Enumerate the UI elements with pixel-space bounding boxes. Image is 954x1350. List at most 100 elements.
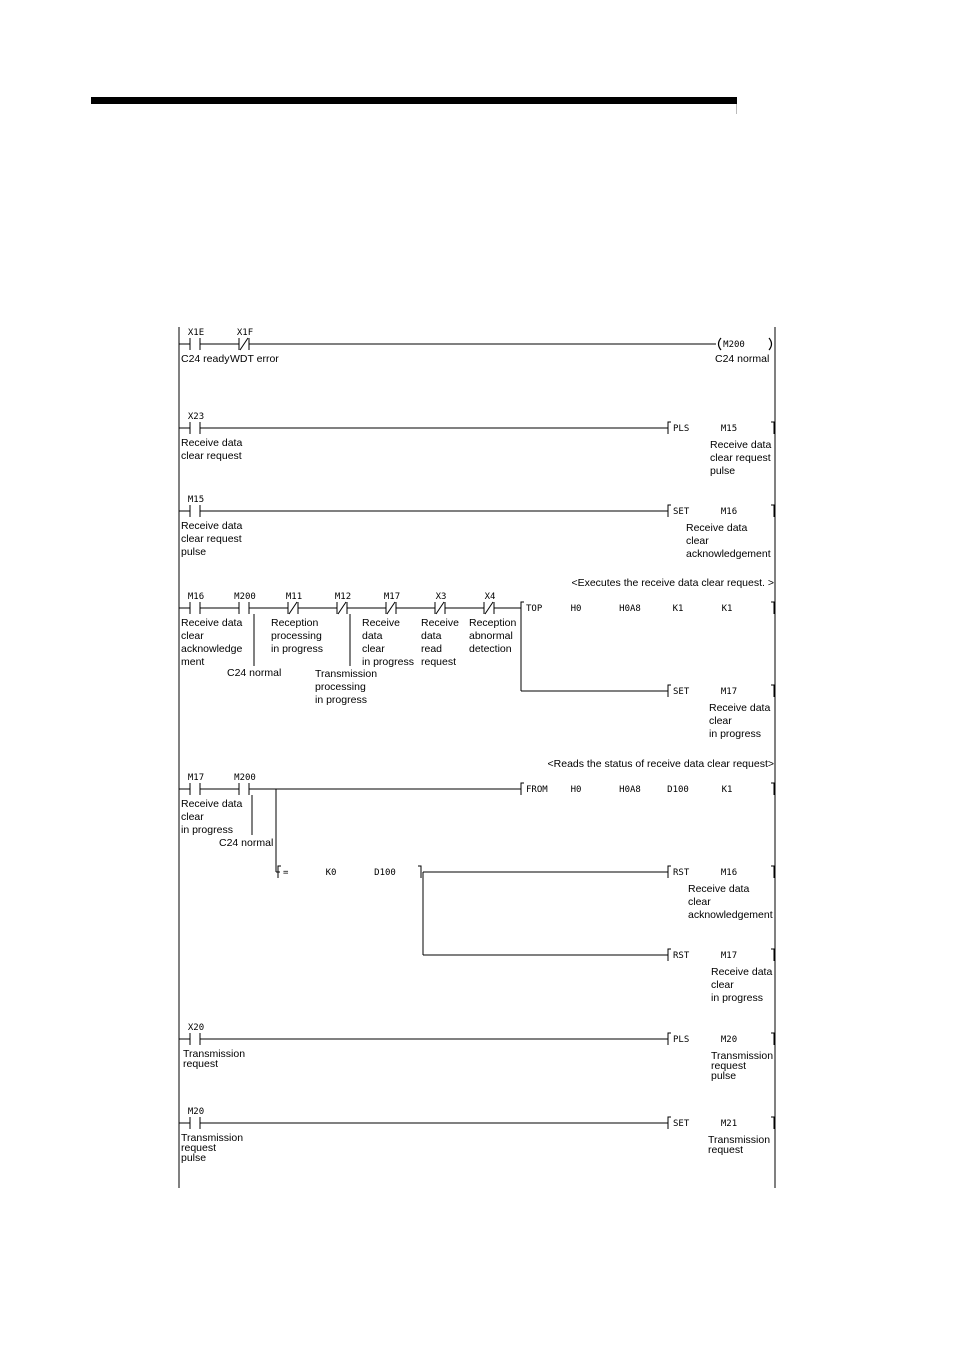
instruction-bracket-right [771, 421, 775, 434]
instruction-bracket-right [771, 782, 775, 795]
instruction-bracket-right [771, 601, 775, 614]
contact-label-c5: acknowledge [181, 643, 242, 655]
instruction-op-i10: SET [673, 1119, 690, 1129]
contact-label-c7: Reception [271, 617, 318, 629]
contact-label-c7: in progress [271, 643, 323, 655]
side-label-3: in progress [315, 694, 367, 706]
instruction-label-i8: Receive data [711, 966, 772, 978]
contact-label-c5: clear [181, 630, 204, 642]
instruction-bracket-right [771, 684, 775, 697]
contact-label-c4: pulse [181, 546, 206, 558]
instruction-bracket-right [771, 1116, 775, 1129]
instruction-arg-i6: D100 [374, 868, 396, 878]
instruction-arg-i5: K1 [722, 785, 733, 795]
contact-label-c14: request [183, 1058, 218, 1070]
contact-label-c12: in progress [181, 824, 233, 836]
contact-label-c4: Receive data [181, 520, 242, 532]
instruction-arg-i8: M17 [721, 951, 737, 961]
instruction-label-i4: clear [709, 715, 732, 727]
instruction-op-i2: SET [673, 507, 690, 517]
side-label-1: Transmission [315, 668, 377, 680]
instruction-arg-i5: H0A8 [619, 785, 641, 795]
instruction-label-i7: clear [688, 896, 711, 908]
contact-label-c3: clear request [181, 450, 242, 462]
instruction-bracket-left [520, 782, 524, 795]
contact-label-c4: clear request [181, 533, 242, 545]
contact-label-c10: read [421, 643, 442, 655]
contact-label-c9: data [362, 630, 383, 642]
contact-label-c1: C24 ready [181, 353, 230, 365]
contact-slash [288, 601, 298, 615]
contact-slash [386, 601, 396, 615]
instruction-label-i2: acknowledgement [686, 548, 771, 560]
contact-device-c13: M200 [234, 773, 256, 783]
header-rule [91, 97, 737, 104]
contact-device-c8: M12 [335, 592, 351, 602]
instruction-op-i1: PLS [673, 424, 689, 434]
instruction-arg-i10: M21 [721, 1119, 737, 1129]
instruction-bracket-left [277, 865, 281, 878]
instruction-op-i7: RST [673, 868, 690, 878]
contact-device-c9: M17 [384, 592, 400, 602]
contact-label-c9: clear [362, 643, 385, 655]
contact-label-c2: WDT error [230, 353, 279, 365]
instruction-bracket-right [418, 865, 422, 878]
instruction-bracket-right [771, 1032, 775, 1045]
instruction-arg-i3: K1 [722, 604, 733, 614]
instruction-arg-i3: H0 [571, 604, 582, 614]
contact-label-c12: Receive data [181, 798, 242, 810]
instruction-bracket-left [667, 1032, 671, 1045]
instruction-arg-i6: K0 [326, 868, 337, 878]
contact-device-c10: X3 [436, 592, 447, 602]
contact-label-c10: data [421, 630, 442, 642]
contact-label-c5: ment [181, 656, 204, 668]
instruction-label-i9: pulse [711, 1070, 736, 1082]
instruction-label-i8: in progress [711, 992, 763, 1004]
contact-device-c12: M17 [188, 773, 204, 783]
contact-slash [484, 601, 494, 615]
instruction-bracket-left [667, 504, 671, 517]
instruction-arg-i3: K1 [673, 604, 684, 614]
instruction-op-i4: SET [673, 687, 690, 697]
contact-device-c2: X1F [237, 328, 253, 338]
side-label-2: processing [315, 681, 366, 693]
coil-right-arc [768, 337, 773, 351]
contact-label-c9: in progress [362, 656, 414, 668]
instruction-bracket-left [667, 1116, 671, 1129]
instruction-bracket-left [667, 684, 671, 697]
side-label-4: C24 normal [219, 837, 273, 849]
instruction-op-i8: RST [673, 951, 690, 961]
instruction-label-i10: Transmission [708, 1134, 770, 1146]
contact-label-c11: abnormal [469, 630, 513, 642]
instruction-op-i9: PLS [673, 1035, 689, 1045]
instruction-label-i4: Receive data [709, 702, 770, 714]
contact-label-c11: Reception [469, 617, 516, 629]
comment-0: <Executes the receive data clear request… [571, 577, 774, 589]
instruction-arg-i2: M16 [721, 507, 737, 517]
instruction-label-i9: Transmission [711, 1050, 773, 1062]
contact-device-c11: X4 [485, 592, 496, 602]
instruction-op-i3: TOP [526, 604, 543, 614]
instruction-arg-i3: H0A8 [619, 604, 641, 614]
coil-left-arc [717, 337, 722, 351]
instruction-arg-i7: M16 [721, 868, 737, 878]
contact-device-c14: X20 [188, 1023, 204, 1033]
instruction-arg-i4: M17 [721, 687, 737, 697]
contact-label-c10: request [421, 656, 456, 668]
header-rule-tick [736, 104, 737, 114]
instruction-op-i5: FROM [526, 785, 548, 795]
instruction-op-i6: = [283, 868, 289, 878]
instruction-bracket-left [667, 421, 671, 434]
contact-device-c1: X1E [188, 328, 204, 338]
instruction-label-i7: Receive data [688, 883, 749, 895]
contact-slash [435, 601, 445, 615]
contact-label-c10: Receive [421, 617, 459, 629]
instruction-bracket-right [771, 948, 775, 961]
instruction-label-i1: clear request [710, 452, 771, 464]
instruction-label-i7: acknowledgement [688, 909, 773, 921]
comment-1: <Reads the status of receive data clear … [548, 758, 774, 770]
contact-slash [239, 337, 249, 351]
contact-label-c9: Receive [362, 617, 400, 629]
instruction-bracket-left [520, 601, 524, 614]
instruction-bracket-right [771, 865, 775, 878]
